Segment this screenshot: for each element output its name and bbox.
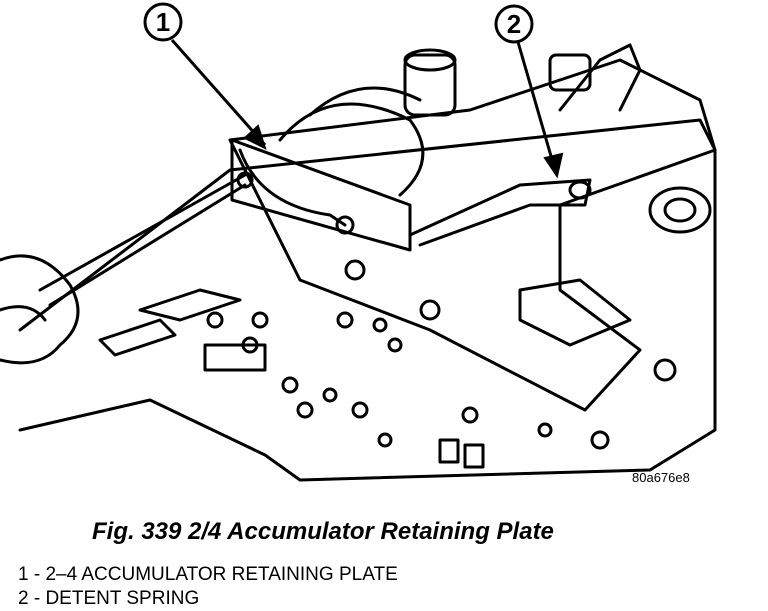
legend: 1 - 2–4 ACCUMULATOR RETAINING PLATE 2 - …: [18, 563, 398, 611]
legend-item-2: 2 - DETENT SPRING: [18, 588, 200, 609]
image-code: 80a676e8: [632, 470, 690, 485]
separator-plate: [18, 118, 717, 482]
accumulator-retaining-plate: [230, 138, 412, 252]
callout-1: 1: [143, 2, 267, 150]
valve-body-casting: [228, 58, 717, 412]
figure-caption: Fig. 339 2/4 Accumulator Retaining Plate: [92, 518, 554, 545]
screwdriver: [38, 173, 247, 292]
callout-1-number: 1: [156, 7, 170, 37]
detent-spring: [408, 178, 592, 247]
callout-2-number: 2: [507, 9, 521, 39]
hand: [0, 254, 80, 365]
legend-item-1: 1 - 2–4 ACCUMULATOR RETAINING PLATE: [18, 564, 398, 585]
callout-2: 2: [494, 4, 564, 179]
valve-body-illustration: 1 2: [0, 2, 717, 482]
